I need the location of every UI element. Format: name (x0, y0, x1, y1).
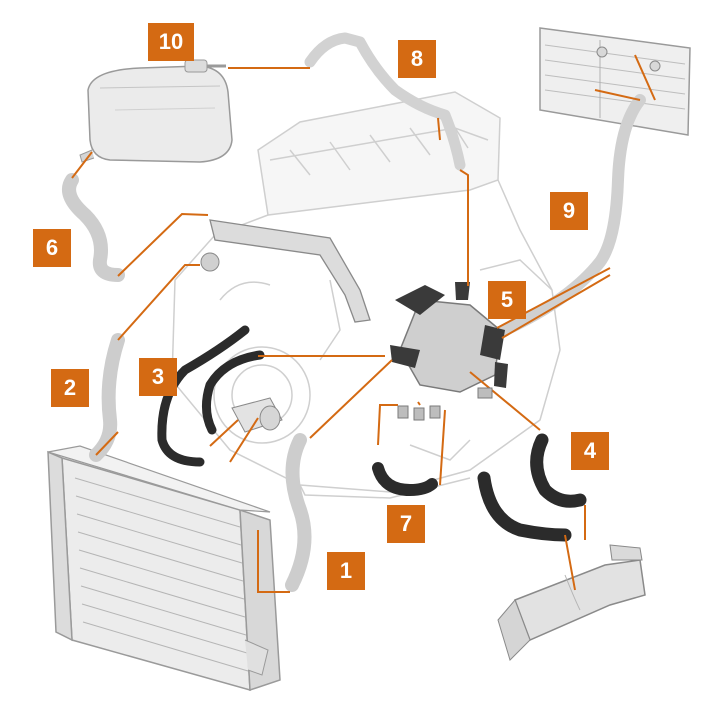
leader-3 (209, 355, 385, 463)
thermostat-housing (200, 219, 508, 393)
callout-5: 5 (488, 281, 526, 319)
hose-3 (157, 325, 265, 467)
callout-2: 2 (51, 369, 89, 407)
clips (397, 387, 493, 421)
hose-4 (530, 433, 587, 508)
leader-lines (71, 54, 656, 593)
hose-1 (285, 433, 312, 592)
callout-10: 10 (148, 23, 194, 61)
hoses (62, 32, 646, 592)
expansion-tank (79, 59, 233, 163)
oil-cooler (231, 397, 283, 433)
leader-4 (469, 371, 586, 591)
leader-8 (437, 117, 469, 286)
leader-6 (71, 151, 209, 277)
radiator (47, 445, 281, 692)
heater-matrix (539, 27, 691, 136)
callout-9: 9 (550, 192, 588, 230)
leader-7 (377, 401, 446, 486)
callout-8: 8 (398, 40, 436, 78)
hose-6 (62, 173, 125, 282)
hose-2 (89, 333, 125, 462)
callout-4: 4 (571, 432, 609, 470)
callout-7: 7 (387, 505, 425, 543)
leader-9 (594, 54, 656, 101)
leader-2 (95, 264, 200, 456)
egr-cooler (497, 544, 646, 661)
callout-6: 6 (33, 229, 71, 267)
hose-7 (372, 462, 438, 496)
hose-8 (304, 32, 466, 171)
engine-block (171, 91, 561, 499)
callout-1: 1 (327, 552, 365, 590)
callout-3: 3 (139, 358, 177, 396)
hose-egr (477, 471, 572, 542)
hose-9 (499, 94, 646, 336)
leader-1 (257, 359, 393, 593)
